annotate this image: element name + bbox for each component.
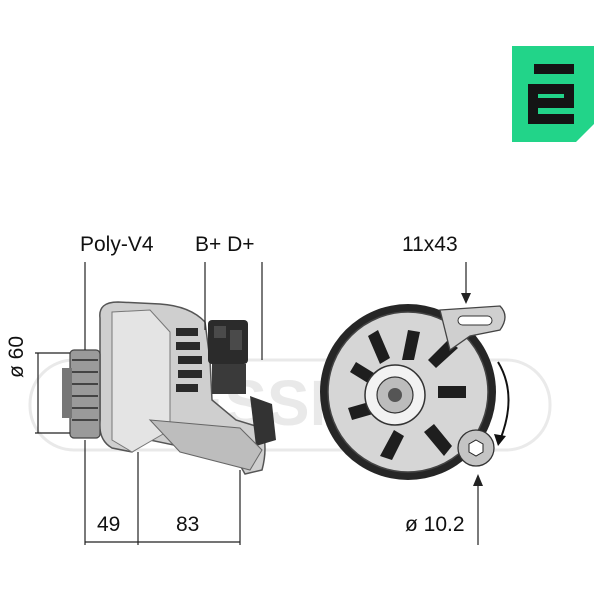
arrowhead-icon (461, 293, 471, 304)
belt-type-label: Poly-V4 (80, 233, 154, 256)
dimension-lines-rear (465, 262, 479, 545)
rotation-arrow-icon (494, 361, 510, 446)
dimension-front-label: 49 (97, 513, 121, 536)
bolt-size-label: 11x43 (402, 233, 458, 256)
alternator-side-view (62, 301, 276, 475)
pulley-diameter-label: ø 60 (5, 335, 28, 378)
terminal-label: B+ D+ (195, 233, 255, 256)
era-logo-icon (512, 46, 594, 142)
dimension-body-label: 83 (176, 513, 200, 536)
mount-hole-label: ø 10.2 (405, 513, 465, 536)
alternator-rear-view (320, 304, 506, 480)
arrowhead-icon (473, 474, 483, 486)
dimension-lines-side (35, 262, 263, 545)
